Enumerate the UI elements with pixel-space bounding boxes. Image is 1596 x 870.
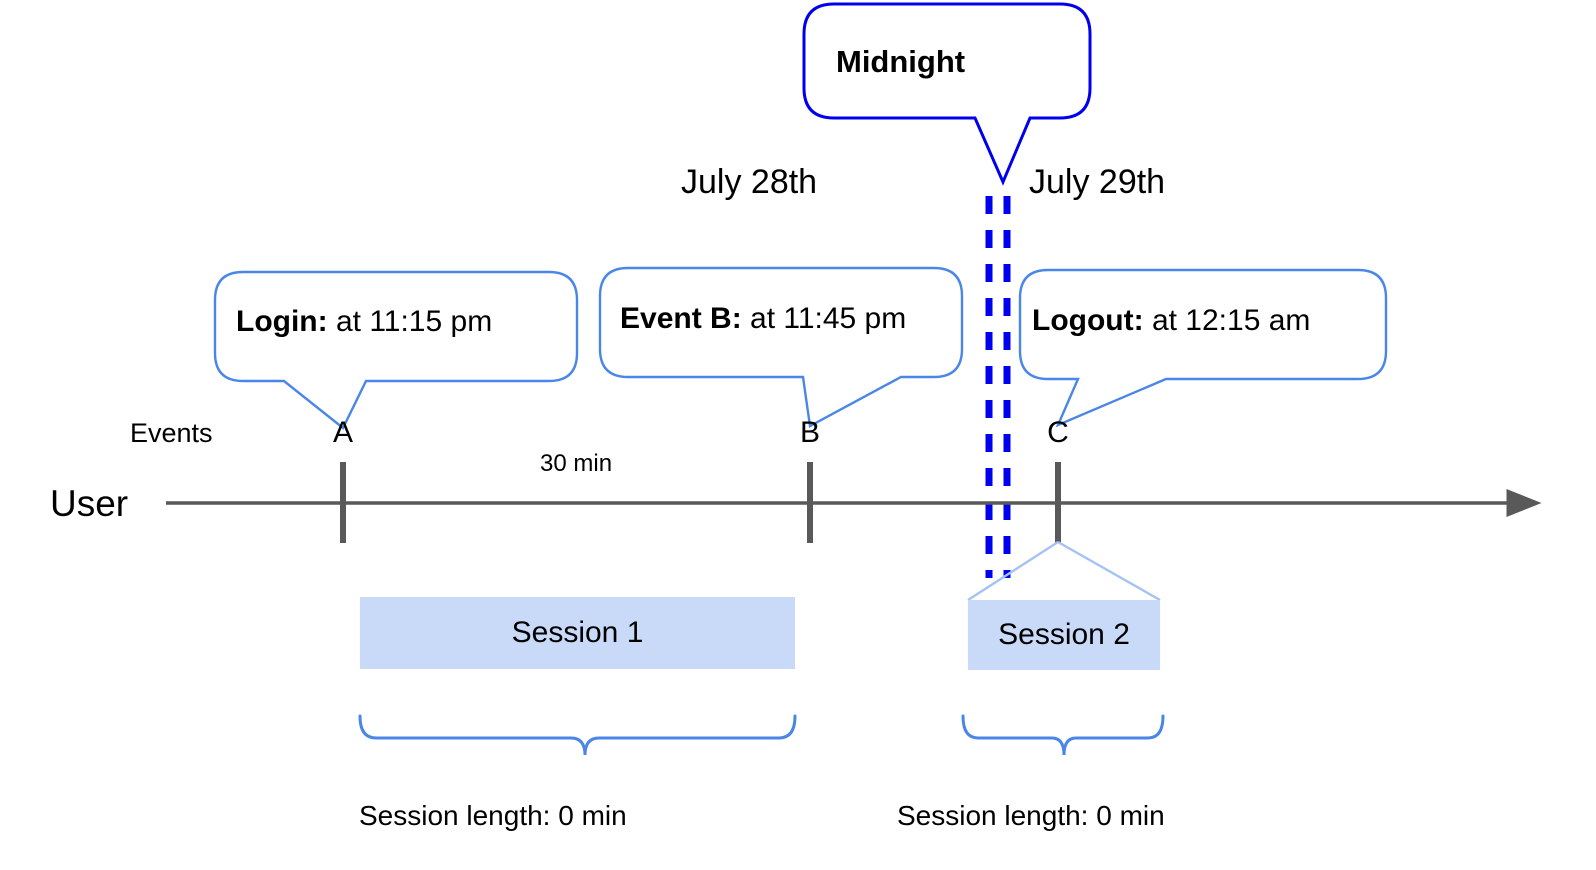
- logout-callout-text: Logout: at 12:15 am: [1032, 306, 1310, 336]
- gap-duration-label: 30 min: [540, 450, 613, 477]
- session-2-box[interactable]: Session 2: [968, 600, 1160, 670]
- session-1-length-label: Session length: 0 min: [359, 800, 627, 831]
- event-b-callout-shape: [598, 266, 964, 428]
- login-callout-shape: [213, 270, 579, 430]
- session-1-label: Session 1: [511, 616, 644, 649]
- session-2-connector: [967, 540, 1161, 602]
- login-callout-rest: at 11:15 pm: [327, 305, 493, 338]
- event-letter-b: B: [799, 416, 820, 449]
- event-b-callout-bold: Event B:: [620, 302, 742, 335]
- event-letter-a: A: [332, 416, 353, 449]
- event-letter-c: C: [1047, 416, 1069, 449]
- login-callout-text: Login: at 11:15 pm: [236, 307, 492, 337]
- date-label-july-28: July 28th: [681, 163, 818, 201]
- logout-callout-rest: at 12:15 am: [1143, 304, 1311, 337]
- logout-callout-bold: Logout:: [1032, 304, 1144, 337]
- midnight-callout-shape: [802, 2, 1092, 186]
- events-row-label: Events: [130, 418, 213, 448]
- session-2-label: Session 2: [998, 618, 1130, 651]
- user-row-label: User: [50, 483, 129, 524]
- event-b-callout-text: Event B: at 11:45 pm: [620, 304, 906, 334]
- session-2-length-label: Session length: 0 min: [897, 800, 1165, 831]
- session-2-brace: [961, 714, 1165, 756]
- event-b-callout-rest: at 11:45 pm: [741, 302, 907, 335]
- session-1-brace: [358, 714, 797, 756]
- session-1-box[interactable]: Session 1: [360, 597, 795, 669]
- date-label-july-29: July 29th: [1029, 163, 1166, 201]
- midnight-divider-lines: [985, 196, 1011, 578]
- logout-callout-shape: [1018, 268, 1388, 428]
- midnight-label: Midnight: [836, 44, 966, 79]
- login-callout-bold: Login:: [236, 305, 328, 338]
